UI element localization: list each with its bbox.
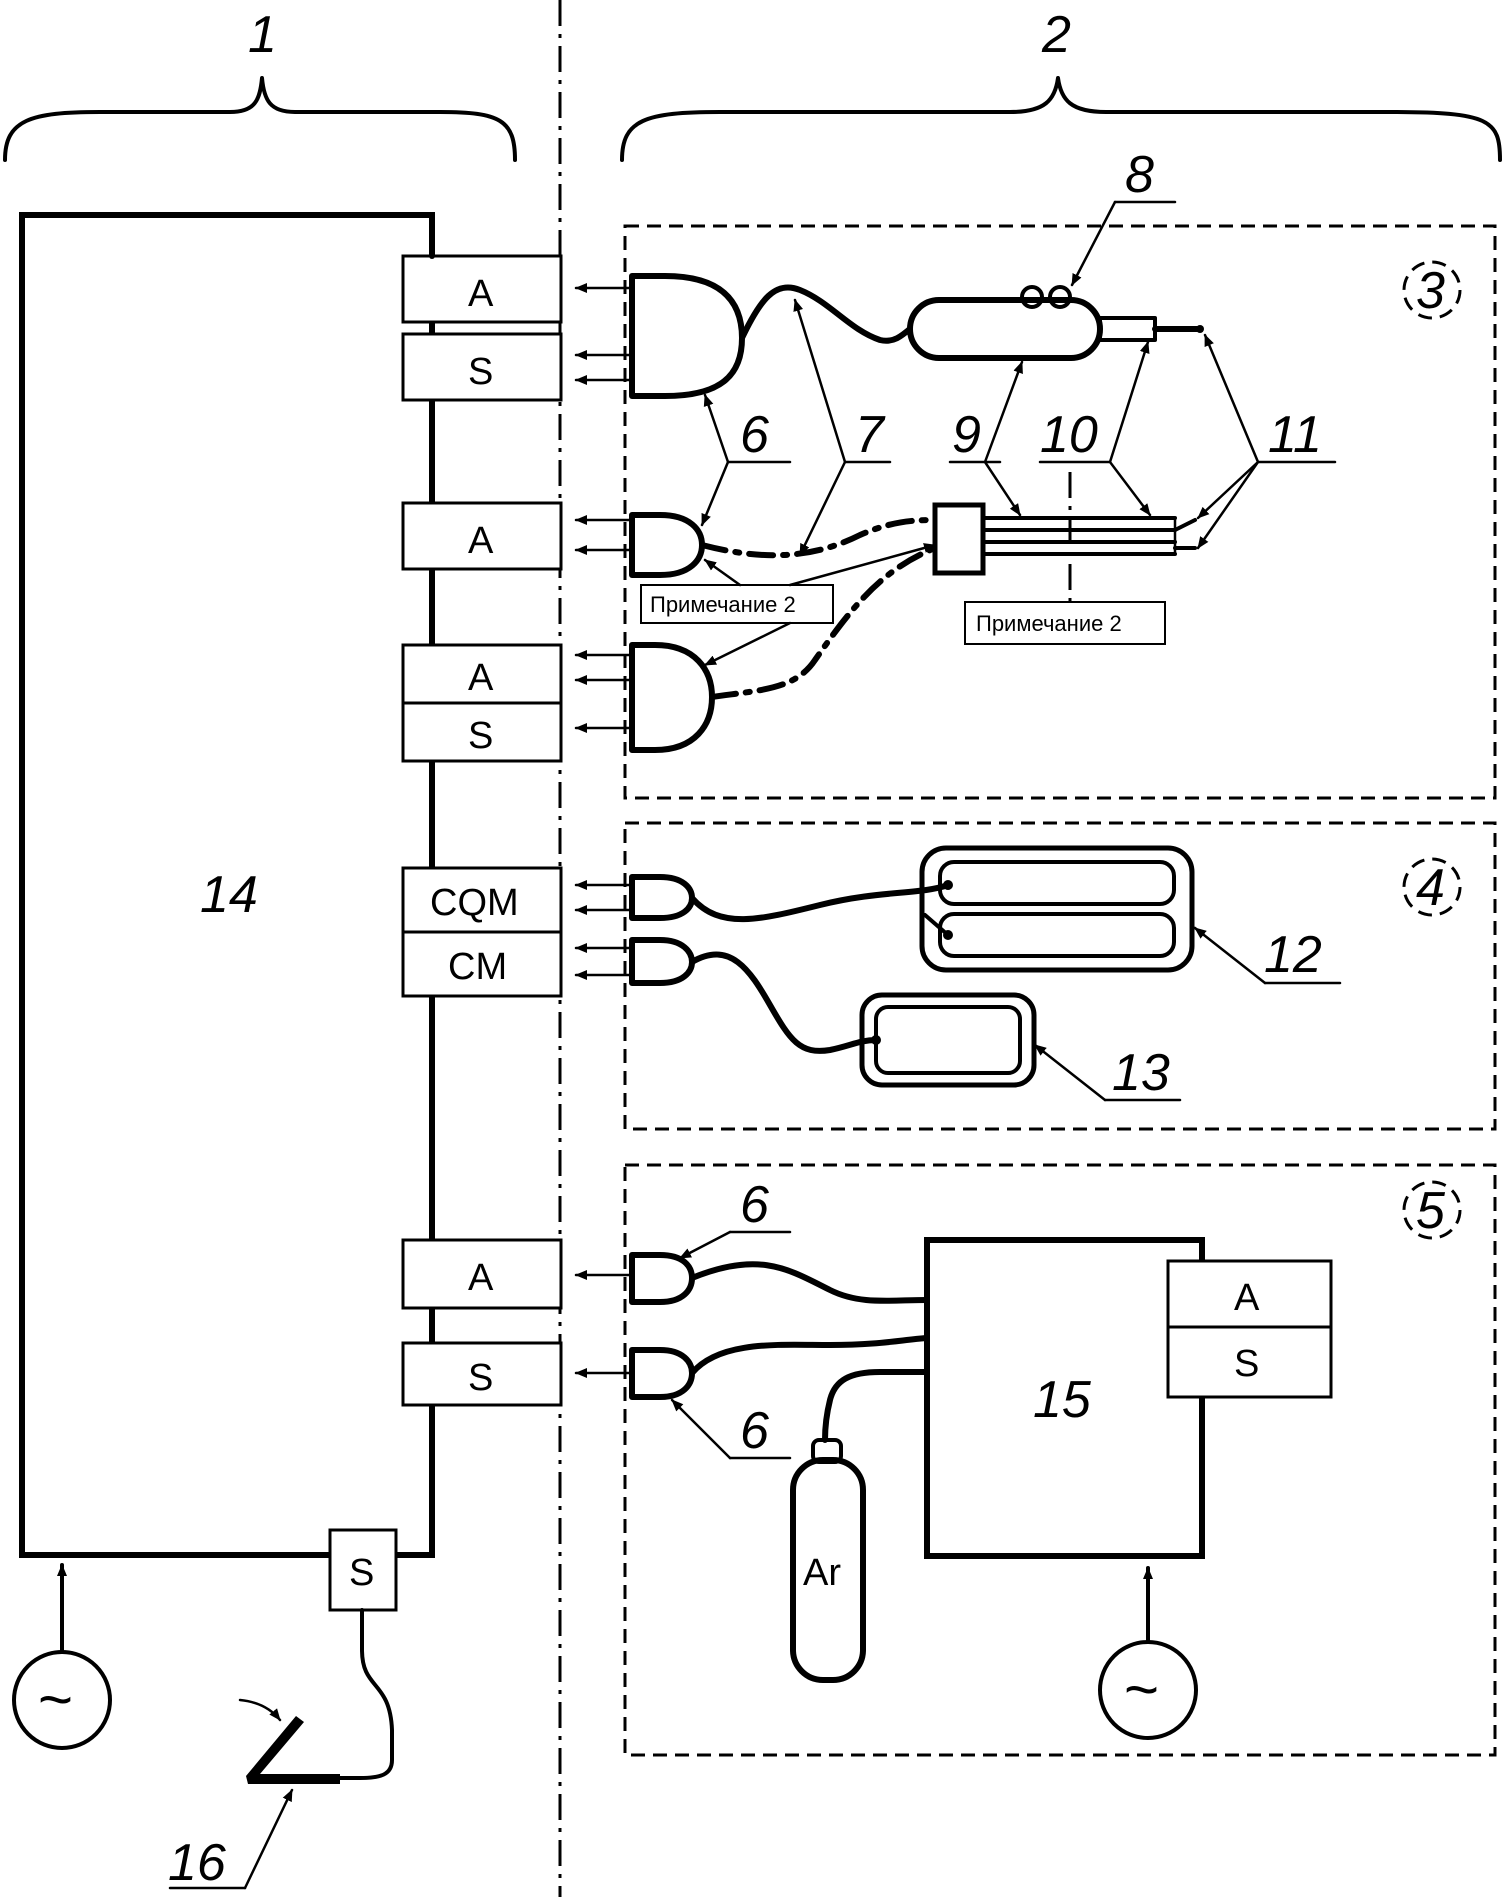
note-text-left: Примечание 2 — [650, 592, 796, 617]
svg-text:A: A — [1234, 1277, 1260, 1319]
port-block-2: A — [401, 501, 563, 571]
label-item-11: 11 — [1268, 406, 1322, 464]
cable-7-top — [739, 284, 928, 344]
label-connector-6a: 6 — [740, 406, 769, 464]
port-block-3: A S — [401, 643, 563, 763]
port-block-5: A S — [401, 1238, 563, 1407]
note-box-right — [964, 601, 1166, 645]
label-item-10: 10 — [1040, 406, 1098, 464]
label-item-12: 12 — [1264, 926, 1322, 984]
leader-16 — [243, 1788, 294, 1890]
label-unit-15: 15 — [1033, 1371, 1092, 1429]
item-12-cell-1 — [938, 860, 1176, 906]
chain-cable-1 — [699, 517, 938, 559]
connector-top — [629, 273, 745, 399]
cable-5a — [689, 1261, 930, 1304]
label-group-5: 5 — [1416, 1182, 1446, 1240]
port-block-1: A S — [401, 254, 563, 402]
note-text-right: Примечание 2 — [976, 611, 1122, 636]
svg-text:S: S — [468, 351, 493, 393]
arrow-16-top — [238, 1698, 282, 1722]
label-main-unit: 14 — [200, 866, 258, 924]
connector-low — [629, 642, 715, 753]
item-12-outer — [919, 845, 1195, 973]
label-connector-6c: 6 — [740, 1402, 769, 1460]
svg-text:CM: CM — [448, 946, 507, 988]
brace-region-1 — [3, 76, 517, 162]
label-item-8: 8 — [1125, 146, 1154, 204]
label-item-13: 13 — [1112, 1044, 1170, 1102]
svg-text:A: A — [468, 273, 494, 315]
group-3-frame — [623, 224, 1497, 800]
svg-text:S: S — [468, 715, 493, 757]
brace-region-2 — [620, 76, 1502, 162]
group-4-badge — [1402, 857, 1462, 917]
connector-mid — [629, 512, 705, 578]
cable-5b — [689, 1335, 930, 1376]
item-16-holder — [246, 1716, 340, 1784]
svg-text:A: A — [468, 520, 494, 562]
ac-symbol-right: ~ — [1124, 1656, 1159, 1723]
label-region-1: 1 — [248, 6, 277, 64]
label-item-16: 16 — [168, 1834, 226, 1892]
group-5-badge — [1402, 1180, 1462, 1240]
connector-cqm — [629, 874, 695, 921]
svg-text:A: A — [468, 1257, 494, 1299]
chain-cable-2 — [709, 545, 938, 700]
unit-15 — [924, 1237, 1205, 1559]
port-s-bottom-label: S — [349, 1552, 374, 1594]
ar-label: Ar — [803, 1552, 841, 1594]
ac-symbol-left: ~ — [38, 1666, 73, 1733]
note-box-left — [640, 584, 834, 624]
connector-5a — [629, 1252, 695, 1305]
item-13-inner — [874, 1005, 1022, 1075]
connector-cm — [629, 937, 695, 986]
svg-text:CQM: CQM — [430, 882, 519, 924]
cable-cm — [689, 951, 879, 1054]
label-item-9: 9 — [952, 406, 981, 464]
item-12-cell-2 — [938, 912, 1176, 958]
group-5-frame — [623, 1163, 1497, 1757]
group-4-frame — [623, 821, 1497, 1131]
cable-16 — [308, 1608, 394, 1780]
svg-text:A: A — [468, 657, 494, 699]
port-block-4: CQM CM — [401, 866, 563, 998]
connector-5b — [629, 1347, 695, 1400]
label-group-4: 4 — [1416, 859, 1445, 917]
label-connector-6b: 6 — [740, 1176, 769, 1234]
gas-hose — [822, 1369, 930, 1443]
group-3-badge — [1402, 260, 1462, 320]
svg-text:S: S — [468, 1357, 493, 1399]
label-cable-7: 7 — [855, 406, 886, 464]
label-region-2: 2 — [1041, 6, 1071, 64]
cable-cqm — [689, 882, 951, 923]
junction-box — [932, 502, 986, 576]
label-group-3: 3 — [1416, 262, 1445, 320]
svg-text:S: S — [1234, 1343, 1259, 1385]
torch-body — [907, 297, 1103, 361]
